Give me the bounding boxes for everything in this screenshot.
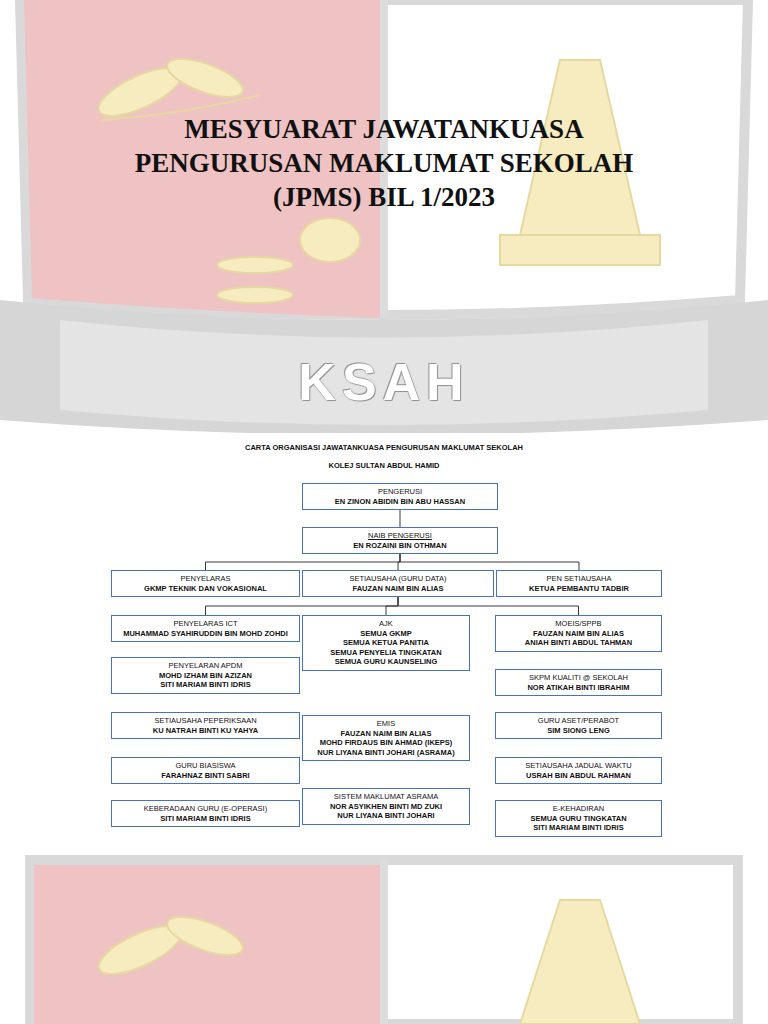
member-name: FAUZAN NAIM BIN ALIAS [500,629,657,639]
org-box: EMISFAUZAN NAIM BIN ALIASMOHD FIRDAUS BI… [302,715,470,761]
shield-outline [30,860,738,1024]
org-connector [386,597,398,615]
org-connector [206,554,401,570]
member-name: KETUA PEMBANTU TADBIR [501,584,657,594]
role-title: SETIAUSAHA JADUAL WAKTU [500,761,657,771]
member-name: SITI MARIAM BINTI IDRIS [116,680,295,690]
member-name: NOR ATIKAH BINTI IBRAHIM [500,683,657,693]
role-title: SETIAUSAHA (GURU DATA) [307,574,489,584]
org-box: SKPM KUALITI @ SEKOLAHNOR ATIKAH BINTI I… [495,669,662,696]
org-box: PENYELARAN APDMMOHD IZHAM BIN AZIZANSITI… [111,657,300,694]
org-box: GURU BIASISWAFARAHNAZ BINTI SABRI [111,757,300,784]
org-box: PENYELARASGKMP TEKNIK DAN VOKASIONAL [111,570,300,597]
role-title: SKPM KUALITI @ SEKOLAH [500,673,657,683]
org-box: SETIAUSAHA JADUAL WAKTUUSRAH BIN ABDUL R… [495,757,662,784]
member-name: SEMUA KETUA PANITIA [307,638,465,648]
role-title: PEN SETIAUSAHA [501,574,657,584]
tower-icon [520,900,640,1024]
member-name: FAUZAN NAIM BIN ALIAS [307,584,489,594]
role-title: PENYELARAS [116,574,295,584]
member-name: SEMUA GKMP [307,629,465,639]
watermark-text: KSAH [234,352,534,412]
org-connector [398,597,579,615]
role-title: PENYELARAN APDM [116,661,295,671]
org-box: NAIB PENGERUSIEN ROZAINI BIN OTHMAN [302,527,498,554]
org-connector [400,510,401,527]
shield-red-half [34,865,384,1024]
member-name: SIM SIONG LENG [500,726,657,736]
member-name: MOHD IZHAM BIN AZIZAN [116,671,295,681]
role-title: MOEIS/SPPB [500,619,657,629]
member-name: SEMUA GURU KAUNSELING [307,657,465,667]
org-box: PEN SETIAUSAHAKETUA PEMBANTU TADBIR [496,570,662,597]
member-name: SEMUA GURU TINGKATAN [500,814,657,824]
ribbon-inner [60,320,708,425]
member-name: MOHD FIRDAUS BIN AHMAD (IKEPS) [307,738,465,748]
slide-title: MESYUARAT JAWATANKUASA PENGURUSAN MAKLUM… [124,112,644,214]
org-box: E-KEHADIRANSEMUA GURU TINGKATANSITI MARI… [495,800,662,837]
role-title: NAIB PENGERUSI [307,531,493,541]
org-connector [206,597,399,615]
member-name: SEMUA PENYELIA TINGKATAN [307,648,465,658]
member-name: EN ROZAINI BIN OTHMAN [307,541,493,551]
member-name: GKMP TEKNIK DAN VOKASIONAL [116,584,295,594]
role-title: GURU ASET/PERABOT [500,716,657,726]
member-name: SITI MARIAM BINTI IDRIS [500,823,657,833]
member-name: KU NATRAH BINTI KU YAHYA [116,726,295,736]
role-title: PENGERUSI [307,487,493,497]
role-title: GURU BIASISWA [116,761,295,771]
member-name: FAUZAN NAIM BIN ALIAS [307,729,465,739]
role-title: SISTEM MAKLUMAT ASRAMA [307,792,465,802]
member-name: NUR LIYANA BINTI JOHARI (ASRAMA) [307,748,465,758]
member-name: NUR LIYANA BINTI JOHARI [307,811,465,821]
member-name: EN ZINON ABIDIN BIN ABU HASSAN [307,497,493,507]
member-name: SITI MARIAM BINTI IDRIS [116,814,295,824]
member-name: ANIAH BINTI ABDUL TAHMAN [500,638,657,648]
role-title: KEBERADAAN GURU (E-OPERASI) [116,804,295,814]
role-title: AJK [307,619,465,629]
org-box: SISTEM MAKLUMAT ASRAMANOR ASYIKHEN BINTI… [302,788,470,825]
org-box: GURU ASET/PERABOTSIM SIONG LENG [495,712,662,739]
org-connector [400,554,579,570]
chart-heading: CARTA ORGANISASI JAWATANKUASA PENGURUSAN… [100,443,668,453]
member-name: FARAHNAZ BINTI SABRI [116,771,295,781]
ribbon-banner [0,300,768,435]
leaf-sprig [92,909,247,983]
org-box: AJKSEMUA GKMPSEMUA KETUA PANITIASEMUA PE… [302,615,470,671]
role-title: E-KEHADIRAN [500,804,657,814]
org-box: SETIAUSAHA (GURU DATA)FAUZAN NAIM BIN AL… [302,570,494,597]
org-box: MOEIS/SPPBFAUZAN NAIM BIN ALIASANIAH BIN… [495,615,662,652]
org-box: KEBERADAAN GURU (E-OPERASI)SITI MARIAM B… [111,800,300,827]
role-title: PENYELARAS ICT [116,619,295,629]
member-name: USRAH BIN ABDUL RAHMAN [500,771,657,781]
org-box: PENGERUSIEN ZINON ABIDIN BIN ABU HASSAN [302,483,498,510]
org-connector [398,554,400,570]
chart-subheading: KOLEJ SULTAN ABDUL HAMID [100,461,668,471]
org-box: SETIAUSAHA PEPERIKSAANKU NATRAH BINTI KU… [111,712,300,739]
org-box: PENYELARAS ICTMUHAMMAD SYAHIRUDDIN BIN M… [111,615,300,642]
fish-icons [217,218,360,303]
role-title: SETIAUSAHA PEPERIKSAAN [116,716,295,726]
role-title: EMIS [307,719,465,729]
member-name: NOR ASYIKHEN BINTI MD ZUKI [307,802,465,812]
member-name: MUHAMMAD SYAHIRUDDIN BIN MOHD ZOHDI [116,629,295,639]
